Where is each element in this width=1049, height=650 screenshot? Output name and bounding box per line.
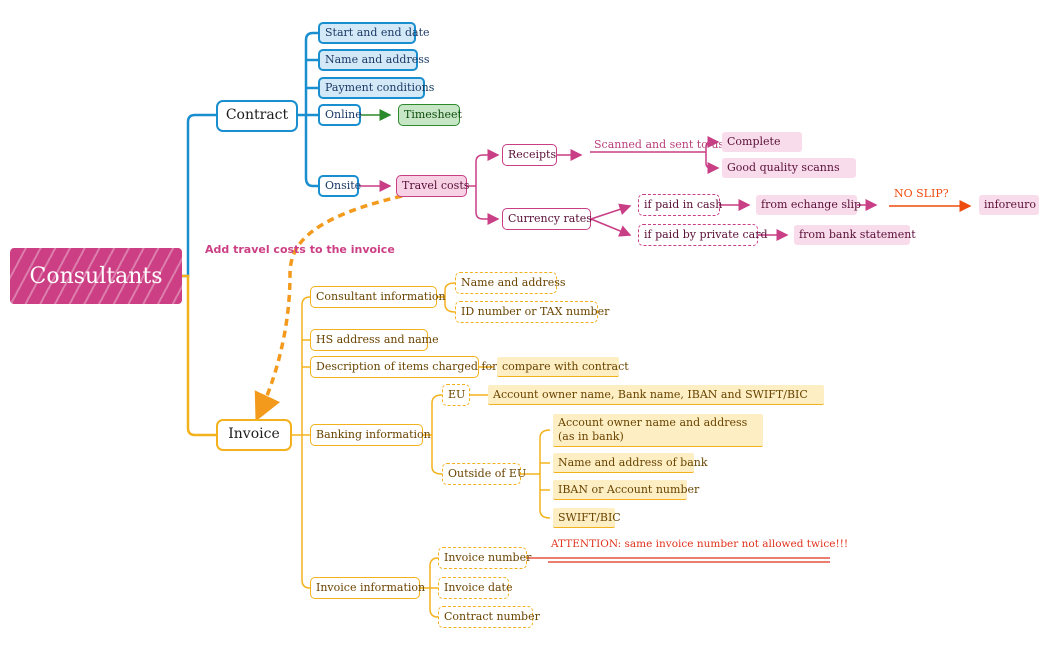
paid-card-label: if paid by private card <box>644 228 768 242</box>
compare-contract-node[interactable]: compare with contract <box>497 357 629 377</box>
start-end-date-label: Start and end date <box>325 26 430 40</box>
id-tax-label: ID number or TAX number <box>461 305 610 319</box>
invoice-date-node[interactable]: Invoice date <box>438 577 513 599</box>
hs-address-node[interactable]: HS address and name <box>310 329 439 351</box>
contract-number-node[interactable]: Contract number <box>438 606 540 628</box>
attention-underline <box>527 557 830 563</box>
timesheet-node[interactable]: Timesheet <box>398 104 462 126</box>
contract-number-label: Contract number <box>444 610 540 624</box>
online-node[interactable]: Online <box>318 104 362 126</box>
consultant-info-node[interactable]: Consultant information <box>310 286 446 308</box>
receipts-node[interactable]: Receipts <box>502 144 557 166</box>
root-to-invoice-line <box>182 274 216 437</box>
root-to-contract-line <box>182 113 216 278</box>
description-label: Description of items charged for <box>316 360 498 374</box>
banking-info-node[interactable]: Banking information <box>310 424 431 446</box>
owner-address-node[interactable]: Account owner name and address (as in ba… <box>553 414 763 447</box>
inforeuro-label: inforeuro <box>984 198 1037 212</box>
echange-slip-node[interactable]: from echange slip <box>756 195 861 215</box>
paid-cash-node[interactable]: if paid in cash <box>638 194 723 216</box>
currency-rates-node[interactable]: Currency rates <box>502 208 592 230</box>
contract-name-address-label: Name and address <box>325 53 430 67</box>
contract-children-lines <box>298 31 318 188</box>
complete-node[interactable]: Complete <box>722 132 802 152</box>
invoice-info-label: Invoice information <box>316 581 426 595</box>
owner-address-label: Account owner name and address (as in ba… <box>558 416 748 443</box>
compare-contract-label: compare with contract <box>502 359 629 373</box>
eu-details-node[interactable]: Account owner name, Bank name, IBAN and … <box>488 385 824 405</box>
complete-label: Complete <box>727 135 781 149</box>
scanned-label: Scanned and sent to us <box>594 138 725 151</box>
consultant-name-address-node[interactable]: Name and address <box>455 272 566 294</box>
outside-eu-label: Outside of EU <box>448 467 527 481</box>
onsite-node[interactable]: Onsite <box>318 175 362 197</box>
payment-conditions-label: Payment conditions <box>325 81 435 95</box>
eu-details-label: Account owner name, Bank name, IBAN and … <box>493 387 808 401</box>
good-quality-node[interactable]: Good quality scanns <box>722 158 856 178</box>
iban-node[interactable]: IBAN or Account number <box>553 480 699 500</box>
hs-address-label: HS address and name <box>316 333 439 347</box>
annotation-label: Add travel costs to the invoice <box>205 243 395 256</box>
root-label: Consultants <box>29 263 163 289</box>
contract-name-address-node[interactable]: Name and address <box>318 49 430 71</box>
currency-rates-label: Currency rates <box>508 212 592 226</box>
outside-eu-node[interactable]: Outside of EU <box>442 463 526 485</box>
invoice-node[interactable]: Invoice <box>216 419 292 451</box>
invoice-date-label: Invoice date <box>444 581 513 595</box>
no-slip-label: NO SLIP? <box>894 187 949 200</box>
eu-label: EU <box>448 388 466 402</box>
travel-costs-node[interactable]: Travel costs <box>396 175 470 197</box>
contract-node[interactable]: Contract <box>216 100 298 132</box>
attention-label: ATTENTION: same invoice number not allow… <box>551 538 849 550</box>
invoice-children-lines <box>292 282 551 618</box>
receipts-label: Receipts <box>508 148 557 162</box>
start-end-date-node[interactable]: Start and end date <box>318 22 430 44</box>
echange-slip-label: from echange slip <box>761 198 862 212</box>
root-node[interactable]: Consultants <box>10 248 182 304</box>
swift-node[interactable]: SWIFT/BIC <box>553 508 621 528</box>
travel-branch-lines <box>467 136 878 241</box>
consultant-info-label: Consultant information <box>316 290 446 304</box>
invoice-label: Invoice <box>228 426 280 443</box>
iban-label: IBAN or Account number <box>558 482 700 496</box>
online-label: Online <box>325 108 362 122</box>
bank-address-node[interactable]: Name and address of bank <box>553 453 708 473</box>
timesheet-label: Timesheet <box>404 108 462 122</box>
id-tax-node[interactable]: ID number or TAX number <box>455 301 609 323</box>
bank-address-label: Name and address of bank <box>558 455 708 469</box>
travel-costs-label: Travel costs <box>402 179 470 193</box>
travel-to-invoice-arrow <box>254 194 403 422</box>
bank-statement-node[interactable]: from bank statement <box>794 225 916 245</box>
paid-cash-label: if paid in cash <box>644 198 723 212</box>
good-quality-label: Good quality scanns <box>727 161 840 175</box>
payment-conditions-node[interactable]: Payment conditions <box>318 77 434 99</box>
inforeuro-node[interactable]: inforeuro <box>979 195 1039 215</box>
onsite-label: Onsite <box>325 179 362 193</box>
invoice-number-label: Invoice number <box>444 551 532 565</box>
bank-statement-label: from bank statement <box>799 228 916 242</box>
consultant-name-address-label: Name and address <box>461 276 566 290</box>
eu-node[interactable]: EU <box>442 384 470 406</box>
swift-label: SWIFT/BIC <box>558 510 621 524</box>
invoice-info-node[interactable]: Invoice information <box>310 577 425 599</box>
invoice-number-node[interactable]: Invoice number <box>438 547 531 569</box>
contract-label: Contract <box>225 107 289 124</box>
paid-card-node[interactable]: if paid by private card <box>638 224 768 246</box>
description-node[interactable]: Description of items charged for <box>310 356 497 378</box>
banking-info-label: Banking information <box>316 428 431 442</box>
